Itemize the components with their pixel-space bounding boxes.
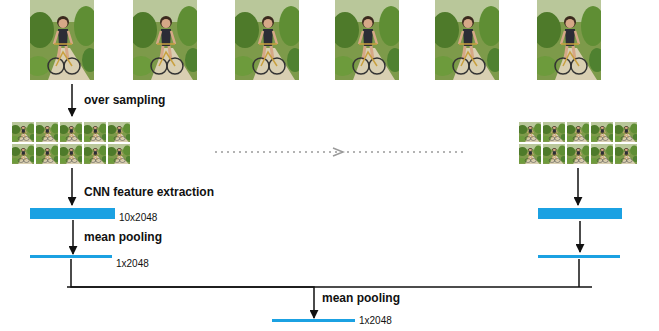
feature-bar bbox=[30, 208, 115, 219]
crop-grid-right bbox=[518, 122, 639, 164]
step-label: CNN feature extraction bbox=[82, 185, 216, 199]
feature-matrix-bar: 10x2048 bbox=[30, 208, 160, 220]
feature-bar bbox=[30, 255, 112, 258]
right-feature-bars bbox=[538, 208, 622, 258]
dimension-label: 1x2048 bbox=[116, 258, 149, 270]
pooled-feature-bar: 1x2048 bbox=[30, 255, 151, 267]
video-feature-bar: 1x2048 bbox=[272, 319, 394, 331]
dimension-label: 1x2048 bbox=[359, 315, 392, 327]
feature-bar bbox=[272, 319, 355, 322]
edge-label: mean pooling bbox=[320, 291, 402, 305]
dimension-label: 10x2048 bbox=[119, 212, 157, 224]
pooling-arrow bbox=[71, 259, 314, 318]
step-label: over sampling bbox=[82, 93, 167, 107]
layout-arrows bbox=[67, 84, 592, 287]
video-frames bbox=[26, 0, 605, 80]
edge-label: mean pooling bbox=[82, 230, 164, 244]
dotted-arrow bbox=[215, 148, 465, 156]
pooling-arrow bbox=[72, 220, 74, 254]
crop-grid-left bbox=[11, 122, 132, 164]
